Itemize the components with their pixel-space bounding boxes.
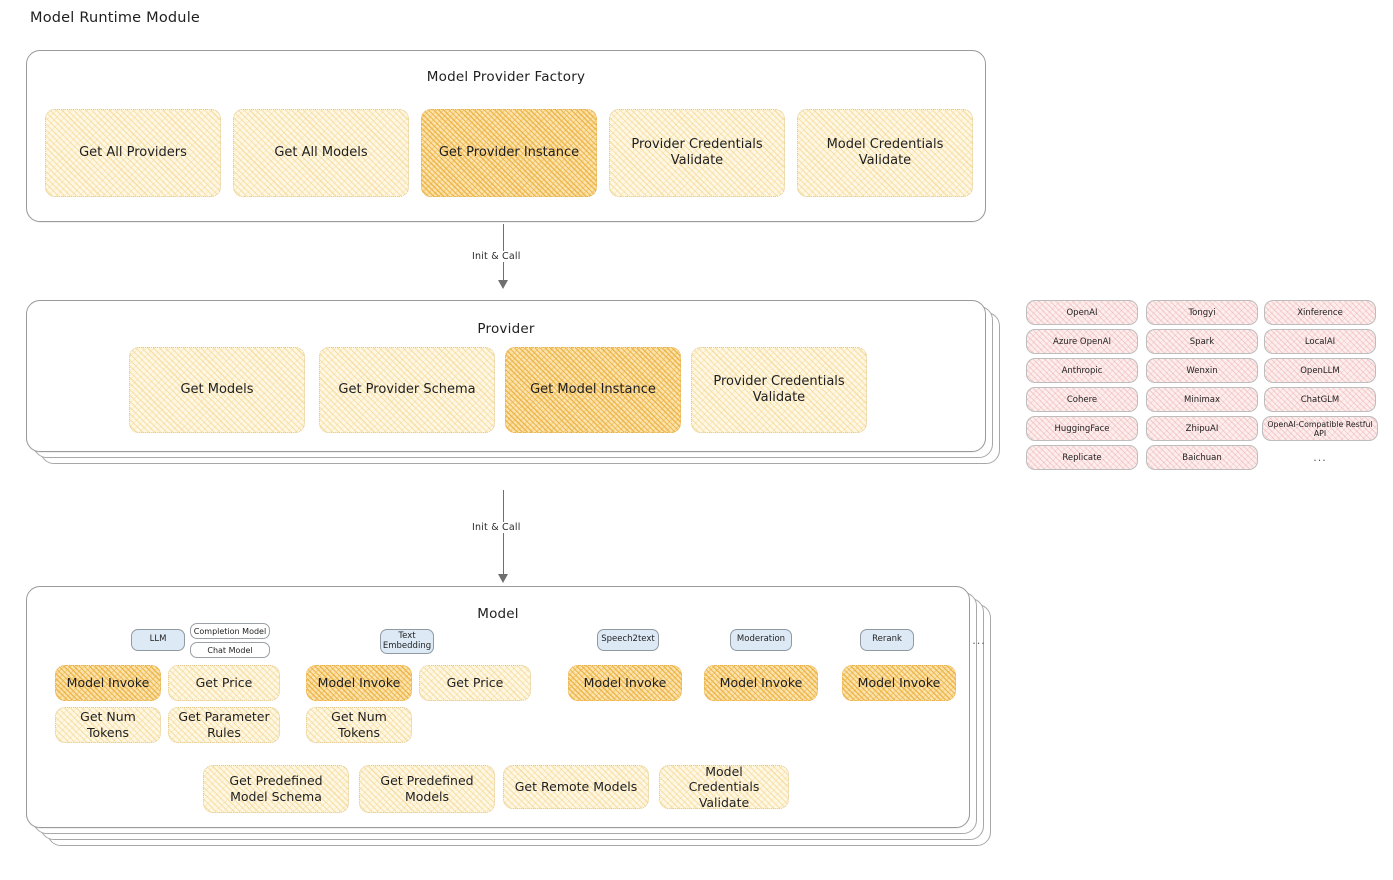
- model-common-method-get-remote-models[interactable]: Get Remote Models: [503, 765, 649, 809]
- provider-chip-anthropic[interactable]: Anthropic: [1026, 358, 1138, 383]
- provider-chip-cohere[interactable]: Cohere: [1026, 387, 1138, 412]
- provider-chip-localai[interactable]: LocalAI: [1264, 329, 1376, 354]
- model-provider-factory-panel: Model Provider Factory Get All Providers…: [26, 50, 986, 222]
- model-type-badge-text-embedding[interactable]: Text Embedding: [380, 629, 434, 654]
- provider-chip-baichuan[interactable]: Baichuan: [1146, 445, 1258, 470]
- provider-panel: Provider Get Models Get Provider Schema …: [26, 300, 986, 452]
- provider-chip-tongyi[interactable]: Tongyi: [1146, 300, 1258, 325]
- provider-method-provider-credentials-validate[interactable]: Provider Credentials Validate: [691, 347, 867, 433]
- provider-chip-minimax[interactable]: Minimax: [1146, 387, 1258, 412]
- model-type-badge-speech2text[interactable]: Speech2text: [597, 629, 659, 651]
- factory-method-provider-credentials-validate[interactable]: Provider Credentials Validate: [609, 109, 785, 197]
- model-llm-method-get-num-tokens[interactable]: Get Num Tokens: [55, 707, 161, 743]
- provider-chip-chatglm[interactable]: ChatGLM: [1264, 387, 1376, 412]
- model-type-badge-llm[interactable]: LLM: [131, 629, 185, 651]
- model-llm-method-model-invoke[interactable]: Model Invoke: [55, 665, 161, 701]
- provider-chip-openai[interactable]: OpenAI: [1026, 300, 1138, 325]
- arrow-factory-to-provider-head: [498, 280, 508, 289]
- factory-method-get-all-models[interactable]: Get All Models: [233, 109, 409, 197]
- model-common-method-get-predefined-models[interactable]: Get Predefined Models: [359, 765, 495, 813]
- provider-list-more: ...: [1313, 451, 1327, 464]
- model-panel: Model LLM Completion Model Chat Model Mo…: [26, 586, 985, 828]
- factory-method-model-credentials-validate[interactable]: Model Credentials Validate: [797, 109, 973, 197]
- model-subtype-completion-model[interactable]: Completion Model: [190, 623, 270, 639]
- model-types-more: ...: [972, 633, 986, 647]
- provider-method-get-provider-schema[interactable]: Get Provider Schema: [319, 347, 495, 433]
- model-common-method-get-predefined-model-schema[interactable]: Get Predefined Model Schema: [203, 765, 349, 813]
- provider-chip-spark[interactable]: Spark: [1146, 329, 1258, 354]
- provider-chip-xinference[interactable]: Xinference: [1264, 300, 1376, 325]
- provider-chip-wenxin[interactable]: Wenxin: [1146, 358, 1258, 383]
- model-type-badge-moderation[interactable]: Moderation: [730, 629, 792, 651]
- factory-title: Model Provider Factory: [426, 69, 586, 85]
- model-moderation-method-model-invoke[interactable]: Model Invoke: [704, 665, 818, 701]
- model-common-method-model-credentials-validate[interactable]: Model Credentials Validate: [659, 764, 789, 810]
- provider-chip-replicate[interactable]: Replicate: [1026, 445, 1138, 470]
- model-speech2text-method-model-invoke[interactable]: Model Invoke: [568, 665, 682, 701]
- arrow-provider-to-model-head: [498, 574, 508, 583]
- provider-chip-zhipuai[interactable]: ZhipuAI: [1146, 416, 1258, 441]
- page-title: Model Runtime Module: [30, 10, 201, 26]
- provider-chip-openai-compatible-restful-api[interactable]: OpenAI-Compatible Restful API: [1262, 416, 1378, 441]
- model-text-embedding-method-get-num-tokens[interactable]: Get Num Tokens: [306, 707, 412, 743]
- provider-chip-azure-openai[interactable]: Azure OpenAI: [1026, 329, 1138, 354]
- factory-method-get-provider-instance[interactable]: Get Provider Instance: [421, 109, 597, 197]
- provider-chip-openllm[interactable]: OpenLLM: [1264, 358, 1376, 383]
- arrow-provider-to-model-line: [503, 490, 504, 578]
- model-text-embedding-method-get-price[interactable]: Get Price: [419, 665, 531, 701]
- provider-method-get-models[interactable]: Get Models: [129, 347, 305, 433]
- provider-method-get-model-instance[interactable]: Get Model Instance: [505, 347, 681, 433]
- model-text-embedding-method-model-invoke[interactable]: Model Invoke: [306, 665, 412, 701]
- arrow-label-init-and-call-2: Init & Call: [468, 522, 525, 533]
- provider-chip-huggingface[interactable]: HuggingFace: [1026, 416, 1138, 441]
- model-title: Model: [477, 606, 519, 622]
- model-llm-method-get-price[interactable]: Get Price: [168, 665, 280, 701]
- arrow-label-init-and-call-1: Init & Call: [468, 251, 525, 262]
- model-rerank-method-model-invoke[interactable]: Model Invoke: [842, 665, 956, 701]
- factory-method-get-all-providers[interactable]: Get All Providers: [45, 109, 221, 197]
- model-llm-method-get-parameter-rules[interactable]: Get Parameter Rules: [168, 707, 280, 743]
- model-type-badge-rerank[interactable]: Rerank: [860, 629, 914, 651]
- model-subtype-chat-model[interactable]: Chat Model: [190, 642, 270, 658]
- provider-title: Provider: [477, 321, 535, 337]
